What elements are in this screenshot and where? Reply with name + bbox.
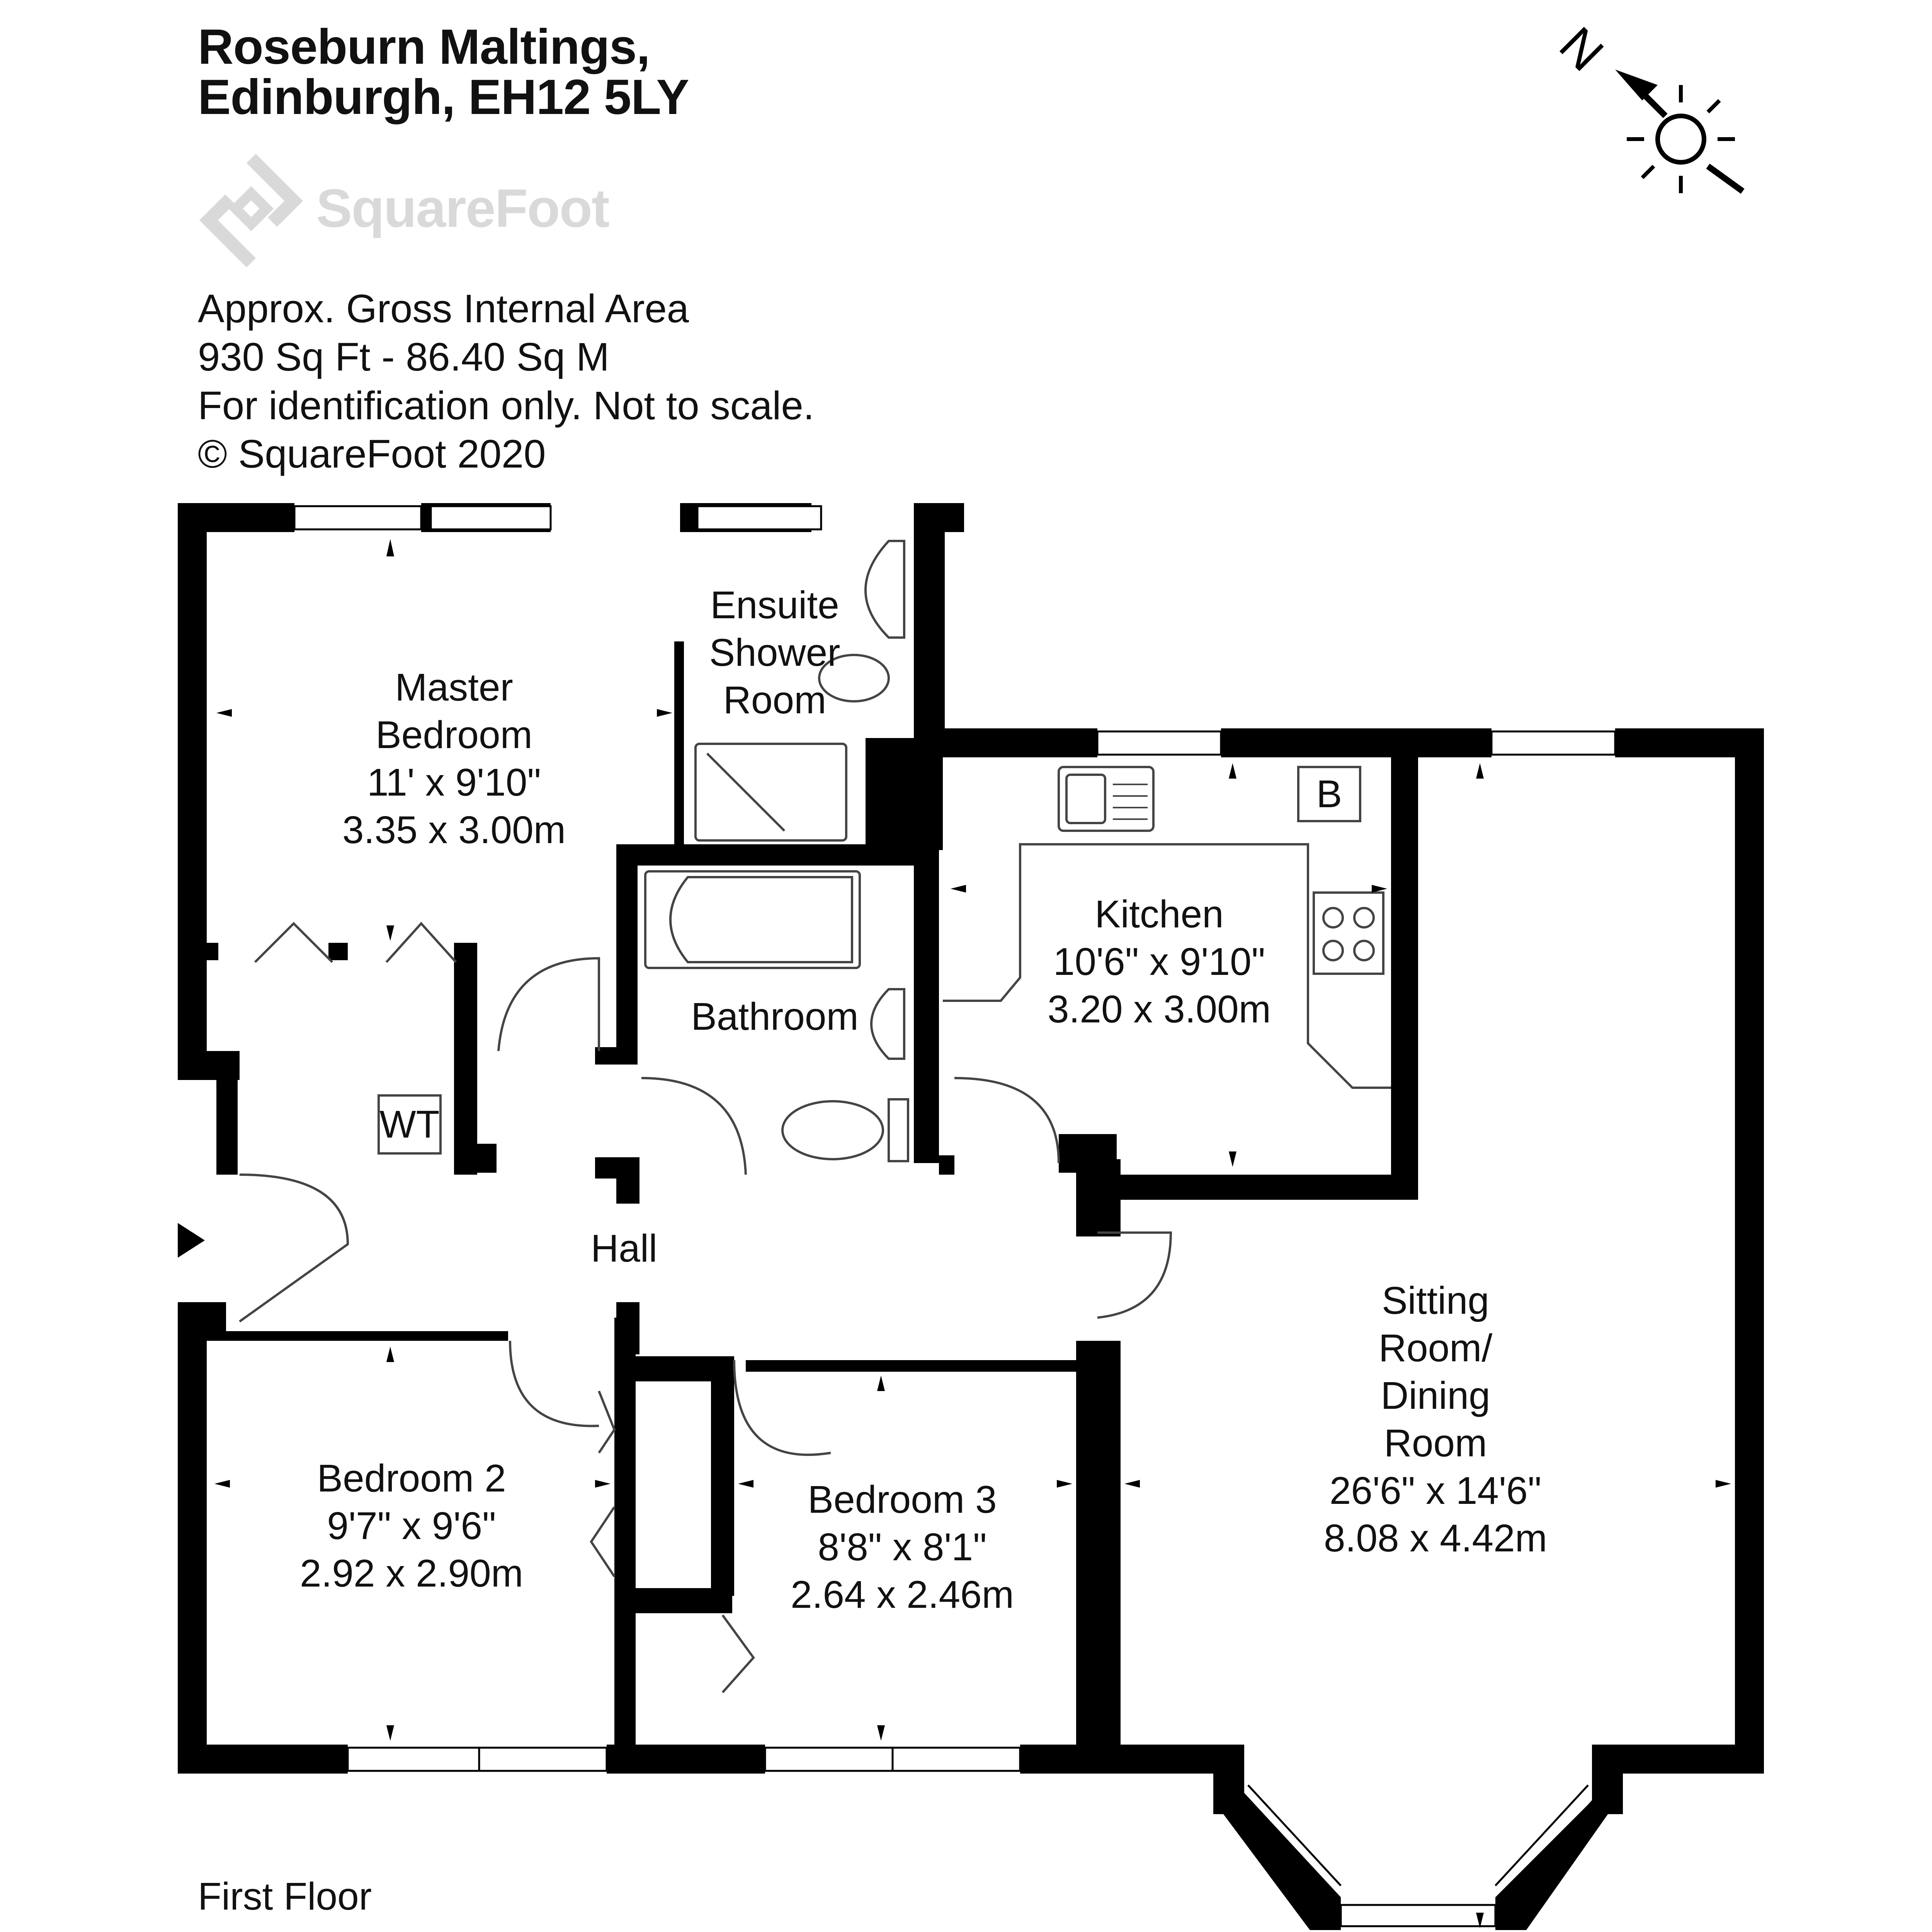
room-kitchen: Kitchen 10'6" x 9'10" 3.20 x 3.00m [1048, 891, 1271, 1033]
squarefoot-logo-icon [199, 153, 303, 268]
wt-label: WT [379, 1103, 440, 1146]
property-title-line1: Roseburn Maltings, [198, 19, 650, 75]
ensuite-name-1: Ensuite [710, 583, 839, 627]
sitting-dim-imperial: 26'6" x 14'6" [1329, 1469, 1542, 1512]
copyright: © SquareFoot 2020 [198, 432, 546, 476]
area-value: 930 Sq Ft - 86.40 Sq M [198, 335, 609, 379]
master-bedroom-name-2: Bedroom [376, 713, 532, 757]
sitting-name-4: Room [1384, 1422, 1487, 1465]
windows [293, 505, 1616, 1927]
kitchen-dim-metric: 3.20 x 3.00m [1047, 988, 1271, 1031]
bedroom2-dim-metric: 2.92 x 2.90m [299, 1552, 524, 1595]
bedroom3-name: Bedroom 3 [808, 1478, 997, 1521]
master-bedroom-dim-metric: 3.35 x 3.00m [342, 808, 566, 852]
squarefoot-logo-text: SquareFoot [316, 178, 610, 238]
dimension-ticks [178, 539, 1731, 1928]
sitting-name-3: Dining [1381, 1374, 1490, 1417]
fixtures [239, 540, 1391, 1693]
sitting-name-2: Room/ [1378, 1327, 1493, 1370]
disclaimer: For identification only. Not to scale. [198, 383, 815, 428]
bedroom2-dim-imperial: 9'7" x 9'6" [327, 1504, 496, 1548]
walls [178, 503, 1764, 1930]
room-ensuite: Ensuite Shower Room [709, 582, 840, 724]
master-bedroom-name-1: Master [395, 666, 513, 709]
bedroom3-dim-metric: 2.64 x 2.46m [790, 1573, 1014, 1616]
north-arrow-sun-icon: N [1549, 19, 1745, 194]
property-title-line2: Edinburgh, EH12 5LY [198, 70, 689, 125]
room-hall: Hall [591, 1225, 657, 1272]
room-bedroom-3: Bedroom 3 8'8" x 8'1" 2.64 x 2.46m [791, 1476, 1014, 1619]
area-label: Approx. Gross Internal Area [198, 286, 689, 331]
floor-label: First Floor [198, 1875, 372, 1918]
ensuite-name-3: Room [723, 679, 827, 722]
sitting-dim-metric: 8.08 x 4.42m [1323, 1517, 1548, 1560]
sitting-name-1: Sitting [1382, 1279, 1489, 1322]
hall-name: Hall [590, 1227, 658, 1270]
kitchen-dim-imperial: 10'6" x 9'10" [1053, 940, 1265, 983]
kitchen-name: Kitchen [1095, 893, 1224, 936]
bedroom2-name: Bedroom 2 [317, 1457, 506, 1500]
ensuite-name-2: Shower [709, 631, 840, 674]
bathroom-name: Bathroom [691, 995, 859, 1038]
room-bedroom-2: Bedroom 2 9'7" x 9'6" 2.92 x 2.90m [300, 1455, 523, 1597]
room-bathroom: Bathroom [691, 993, 859, 1041]
bay-windows [1236, 1784, 1600, 1898]
room-sitting-dining: Sitting Room/ Dining Room 26'6" x 14'6" … [1324, 1277, 1547, 1562]
bedroom3-dim-imperial: 8'8" x 8'1" [818, 1526, 987, 1569]
master-bedroom-dim-imperial: 11' x 9'10" [367, 761, 541, 804]
room-master-bedroom: Master Bedroom 11' x 9'10" 3.35 x 3.00m [342, 664, 566, 854]
boiler-label: B [1316, 772, 1342, 816]
